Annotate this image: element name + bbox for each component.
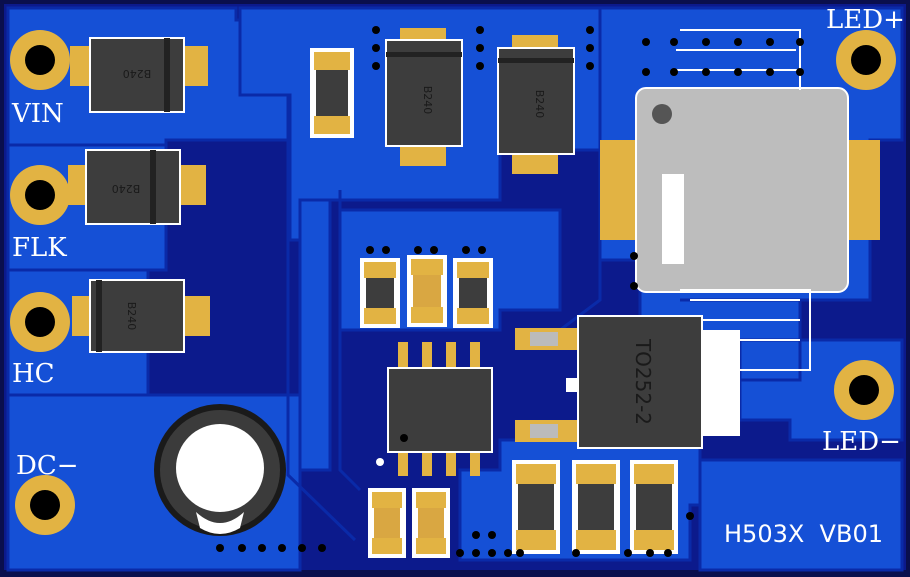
diode-top-2-mark: B240: [533, 90, 546, 119]
diode-top-2: B240: [497, 35, 575, 174]
smd-row-bottom-right: [512, 460, 678, 554]
mosfet-mark: TO252-2: [631, 338, 655, 425]
smd-row-mid: [360, 255, 493, 328]
vias: [216, 26, 804, 557]
diode-left-1-mark: B240: [123, 67, 152, 80]
terminal-hc: [10, 292, 70, 352]
diode-left-1: B240: [70, 37, 208, 113]
terminal-flk: [10, 165, 70, 225]
smd-row-bottom-left: [368, 488, 450, 558]
label-led-minus: LED−: [822, 427, 901, 457]
resistor-top: [310, 48, 354, 138]
mosfet-to252: TO252-2: [515, 315, 740, 449]
ic-soic8: [387, 342, 493, 476]
pin1-marker: [376, 458, 384, 466]
electrolytic-capacitor: [154, 404, 286, 536]
terminal-vin: [10, 30, 70, 90]
label-vin: VIN: [11, 99, 64, 129]
label-dc-minus: DC−: [16, 451, 79, 481]
diode-left-2-mark: B240: [112, 182, 141, 195]
diode-left-2: B240: [68, 149, 206, 225]
diode-top-1-mark: B240: [421, 86, 434, 115]
label-hc: HC: [12, 359, 55, 389]
power-inductor: [600, 87, 880, 293]
diode-top-1: B240: [385, 28, 463, 166]
terminal-dc-minus: [15, 475, 75, 535]
diode-left-3-mark: B240: [125, 302, 138, 331]
terminal-led-minus: [834, 360, 894, 420]
label-flk: FLK: [12, 233, 67, 263]
board-id: H503X VB01: [724, 520, 883, 548]
terminal-led-plus: [836, 30, 896, 90]
label-led-plus: LED+: [826, 5, 905, 35]
diode-left-3: B240: [72, 279, 210, 353]
